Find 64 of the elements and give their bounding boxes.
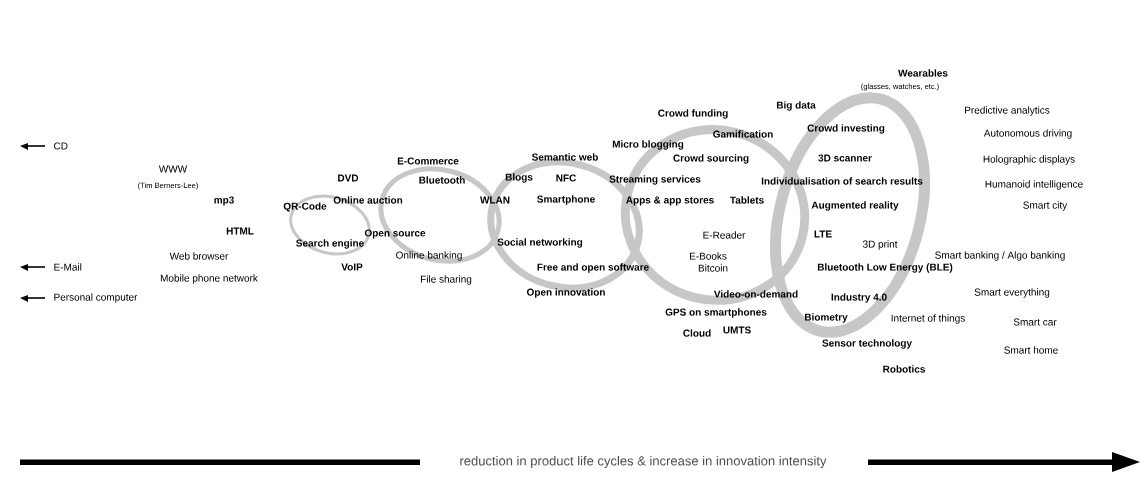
- item-label: Bitcoin: [698, 264, 728, 272]
- item-label: Blogs: [505, 173, 533, 183]
- item-label: E-Reader: [703, 231, 746, 239]
- item-label: Crowd sourcing: [673, 154, 749, 164]
- item-label: UMTS: [723, 326, 751, 334]
- item-label: Internet of things: [891, 314, 965, 324]
- item-label: 3D print: [862, 240, 898, 250]
- item-label: Smart city: [1023, 201, 1068, 211]
- item-label: HTML: [226, 227, 254, 235]
- item-label: Online auction: [333, 196, 403, 204]
- item-label: Smart home: [1004, 346, 1058, 354]
- item-label: Autonomous driving: [983, 129, 1072, 139]
- item-label: QR-Code: [283, 202, 327, 212]
- item-label: Online banking: [396, 251, 462, 261]
- item-label: Biometry: [805, 313, 848, 323]
- item-label: Individualisation of search results: [761, 177, 923, 185]
- item-label: Semantic web: [531, 153, 598, 161]
- item-label: WLAN: [480, 196, 510, 204]
- item-label: Video-on-demand: [713, 290, 798, 298]
- item-label: VoIP: [341, 263, 363, 271]
- item-label: WWW: [158, 165, 188, 173]
- item-label: Open innovation: [526, 288, 605, 298]
- item-label: Smart banking / Algo banking: [935, 251, 1065, 261]
- item-label: Personal computer: [54, 293, 138, 303]
- item-label: Micro blogging: [612, 140, 684, 150]
- item-label: Predictive analytics: [965, 106, 1050, 116]
- item-label: E-Commerce: [397, 157, 459, 165]
- item-label: Cloud: [683, 329, 711, 337]
- item-label: Smart everything: [974, 288, 1050, 298]
- item-label: Crowd funding: [658, 109, 728, 119]
- item-label: Sensor technology: [822, 339, 912, 349]
- item-label: Augmented reality: [811, 201, 899, 211]
- item-label: Smartphone: [537, 195, 595, 205]
- item-label: File sharing: [421, 275, 472, 285]
- axis-label: reduction in product life cycles & increase in innovation intensity: [460, 455, 827, 469]
- item-label: CD: [54, 142, 68, 150]
- item-label: Wearables: [898, 69, 948, 77]
- item-label: NFC: [556, 174, 576, 182]
- item-label: Gamification: [713, 130, 773, 138]
- item-label: mp3: [214, 196, 234, 206]
- item-label: E-Books: [689, 252, 727, 260]
- item-label: GPS on smartphones: [665, 308, 767, 318]
- item-label: Humanoid intelligence: [985, 180, 1083, 190]
- item-label: Robotics: [883, 365, 925, 373]
- item-label: Crowd investing: [807, 124, 885, 134]
- item-label: Mobile phone network: [160, 274, 258, 284]
- item-label: Bluetooth Low Energy (BLE): [817, 263, 953, 273]
- item-label: Streaming services: [609, 175, 701, 185]
- item-label: Search engine: [296, 239, 364, 249]
- item-label: Industry 4.0: [831, 293, 887, 303]
- item-label: Social networking: [497, 238, 583, 248]
- item-label: E-Mail: [54, 263, 82, 271]
- item-label: Tablets: [730, 196, 764, 204]
- item-label: 3D scanner: [818, 154, 872, 162]
- item-label: Smart car: [1013, 318, 1057, 326]
- item-label: Holographic displays: [983, 155, 1075, 165]
- item-label: DVD: [338, 174, 359, 182]
- item-label: Big data: [776, 101, 816, 111]
- item-label: Open source: [364, 229, 426, 239]
- item-label: Web browser: [169, 252, 229, 260]
- item-label: Apps & app stores: [626, 196, 714, 206]
- item-label: Bluetooth: [419, 176, 465, 184]
- item-label: Free and open software: [537, 263, 649, 273]
- item-label: LTE: [814, 230, 832, 238]
